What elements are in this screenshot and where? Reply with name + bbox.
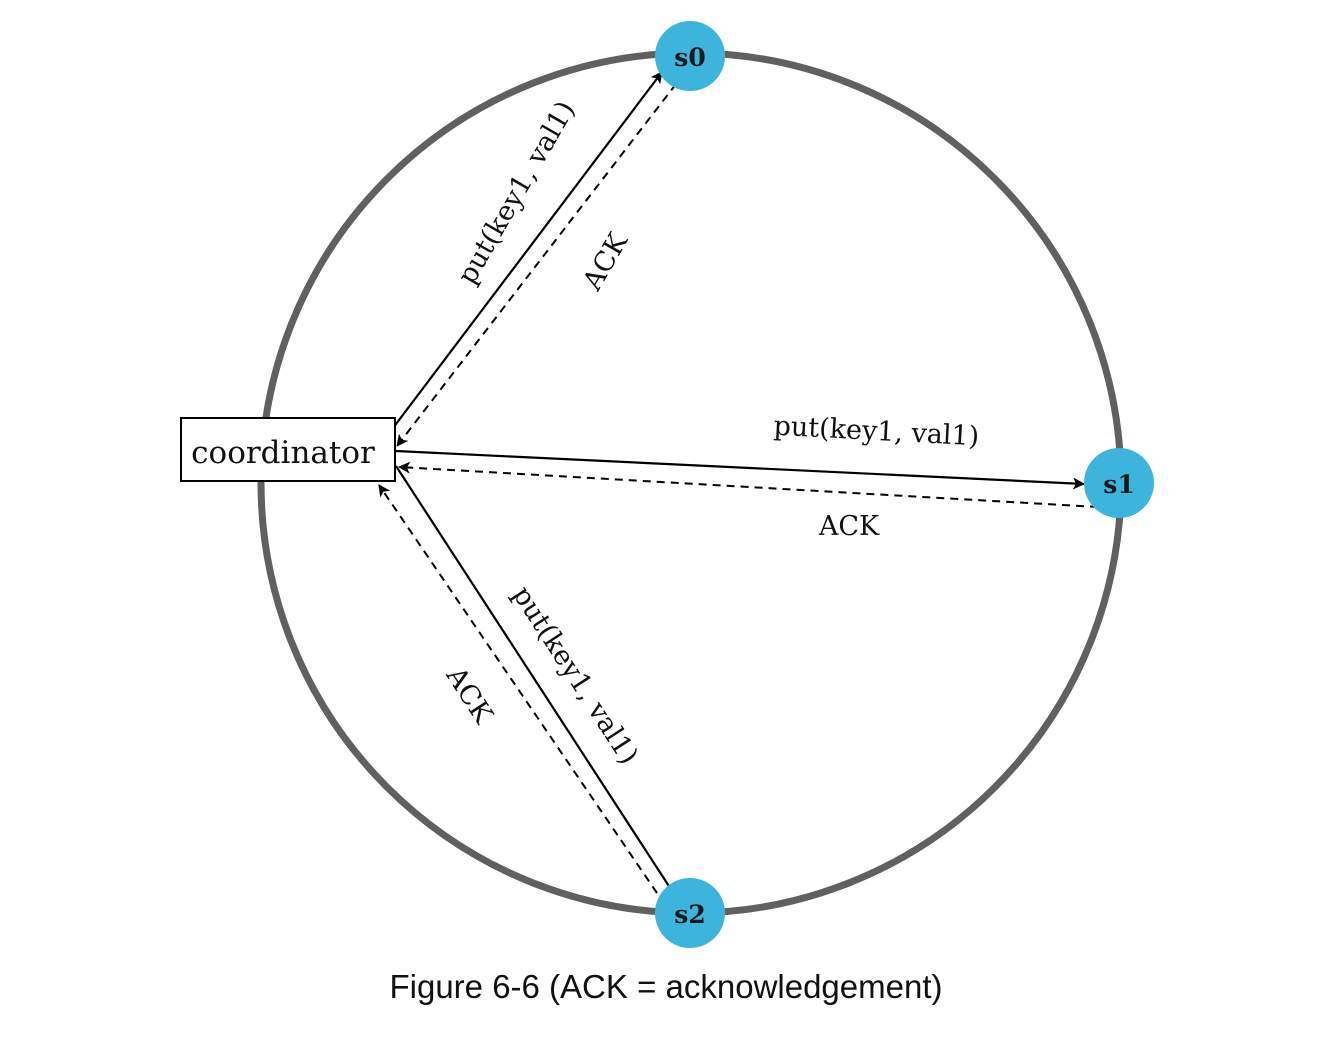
put-label-s0: put(key1, val1) [452,96,582,290]
put-arrow-s1 [395,449,1085,490]
coordinator-node: coordinator [180,417,396,482]
put-arrow-s0 [392,71,663,429]
coordinator-label: coordinator [191,435,375,471]
figure-caption: Figure 6-6 (ACK = acknowledgement) [389,968,943,1005]
server-label-s1: s1 [1103,470,1134,499]
ack-arrow-s1 [398,461,1099,508]
ack-label-s2: ACK [439,661,499,730]
server-node-s0: s0 [655,21,725,91]
ack-label-s0: ACK [577,227,635,296]
ack-arrow-s0 [396,83,677,447]
ack-arrow-s2 [378,484,658,894]
server-label-s0: s0 [674,43,705,72]
put-label-s1: put(key1, val1) [773,411,980,453]
put-arrow-s2 [395,465,677,898]
server-node-s2: s2 [655,878,725,948]
server-label-s2: s2 [674,900,705,929]
server-node-s1: s1 [1084,448,1154,518]
ack-label-s1: ACK [818,511,880,542]
